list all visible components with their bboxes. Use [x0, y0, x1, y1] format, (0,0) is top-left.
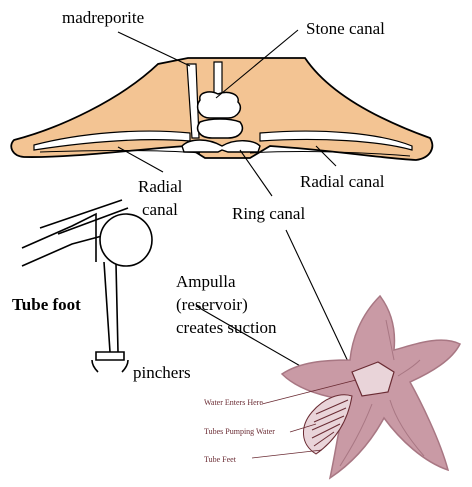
madreporite-label: madreporite [62, 8, 144, 27]
tube-feet-label: Tube Feet [204, 455, 237, 464]
madreporite-leader [118, 32, 190, 66]
radial-canal-right-label: Radial canal [300, 172, 385, 191]
ampulla-bulb [100, 214, 152, 266]
ampulla-label-1: Ampulla [176, 272, 236, 291]
central-chamber-lower [198, 119, 243, 138]
ring-canal-leader [240, 150, 272, 196]
radial-canal-left-label-1: Radial [138, 177, 183, 196]
radial-canal-left-label-2: canal [142, 200, 178, 219]
ring-canal-to-starfish-leader [286, 230, 352, 370]
pinchers-label: pinchers [133, 363, 191, 382]
ampulla-label-2: (reservoir) [176, 295, 248, 314]
tube-foot-label: Tube foot [12, 295, 81, 314]
tube-foot-stalk [104, 262, 118, 352]
ampulla-label-3: creates suction [176, 318, 277, 337]
body-cross-section [11, 58, 432, 160]
tubes-pumping-label: Tubes Pumping Water [204, 427, 275, 436]
tube-feet-line [252, 450, 322, 458]
tube-foot-drawing [22, 200, 152, 372]
ring-canal-label: Ring canal [232, 204, 305, 223]
stone-canal-label: Stone canal [306, 19, 385, 38]
water-enters-label: Water Enters Here [204, 398, 263, 407]
tube-foot-sucker [92, 352, 128, 372]
